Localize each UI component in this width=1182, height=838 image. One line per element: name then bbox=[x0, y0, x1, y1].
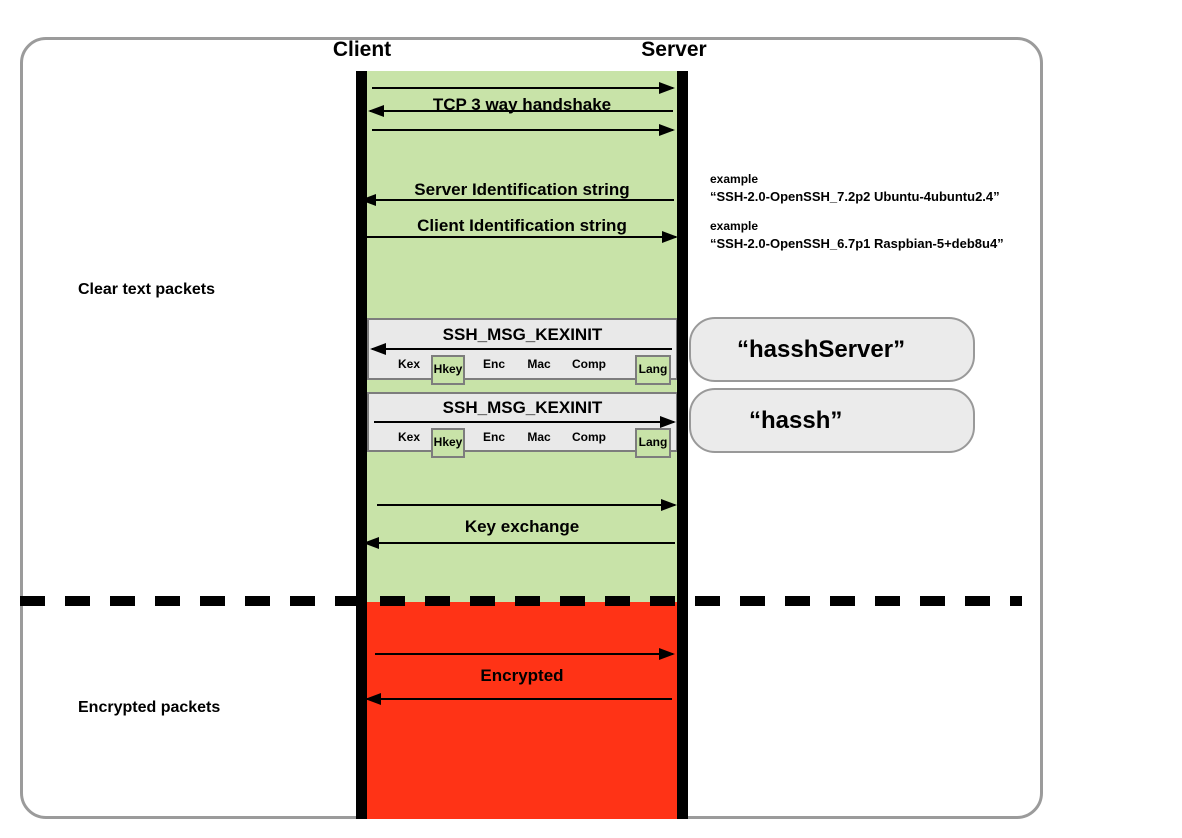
clear-encrypted-separator bbox=[20, 596, 1022, 606]
kexinit-field-comp: Comp bbox=[572, 357, 606, 371]
kexinit-field-kex: Kex bbox=[397, 430, 420, 444]
kexinit-server-title: SSH_MSG_KEXINIT bbox=[442, 325, 603, 344]
server-id-example: example “SSH-2.0-OpenSSH_7.2p2 Ubuntu-4u… bbox=[710, 172, 1055, 204]
hassh-bubble: “hassh” bbox=[689, 388, 975, 453]
kexinit-field-mac: Mac bbox=[527, 430, 551, 444]
key-exchange-request-arrow bbox=[377, 499, 677, 511]
tcp-ack-arrow bbox=[372, 124, 675, 136]
kexinit-field-hkey-highlight: Hkey bbox=[431, 428, 465, 458]
kexinit-field-lang-highlight: Lang bbox=[635, 355, 671, 385]
client-actor-label: Client bbox=[332, 38, 392, 61]
hassh-text: “hassh” bbox=[749, 406, 843, 434]
hassh-server-text: “hasshServer” bbox=[737, 335, 906, 363]
kexinit-field-kex: Kex bbox=[397, 357, 420, 371]
server-id-example-string: “SSH-2.0-OpenSSH_7.2p2 Ubuntu-4ubuntu2.4… bbox=[710, 189, 1000, 204]
encrypted-reply-arrow bbox=[365, 693, 672, 705]
key-exchange-label: Key exchange bbox=[464, 517, 580, 536]
kexinit-client-title: SSH_MSG_KEXINIT bbox=[442, 398, 603, 417]
tcp-syn-arrow bbox=[372, 82, 675, 94]
client-id-example-string: “SSH-2.0-OpenSSH_6.7p1 Raspbian-5+deb8u4… bbox=[710, 236, 1004, 251]
client-identification-label: Client Identification string bbox=[417, 216, 627, 235]
kexinit-field-mac: Mac bbox=[527, 357, 551, 371]
tcp-handshake-label: TCP 3 way handshake bbox=[432, 95, 612, 114]
server-identification-label: Server Identification string bbox=[414, 180, 630, 199]
clear-text-packets-label: Clear text packets bbox=[78, 281, 215, 298]
example-label: example bbox=[710, 219, 759, 233]
hassh-server-bubble: “hasshServer” bbox=[689, 317, 975, 382]
server-lifeline bbox=[677, 71, 688, 819]
kexinit-field-hkey-highlight: Hkey bbox=[431, 355, 465, 385]
client-id-example: example “SSH-2.0-OpenSSH_6.7p1 Raspbian-… bbox=[710, 219, 1055, 251]
encrypted-packets-label: Encrypted packets bbox=[78, 699, 221, 716]
encrypted-label: Encrypted bbox=[480, 666, 564, 685]
key-exchange-reply-arrow bbox=[363, 537, 675, 549]
encrypted-channel bbox=[367, 602, 677, 819]
server-actor-label: Server bbox=[641, 38, 707, 61]
client-lifeline bbox=[356, 71, 367, 819]
kexinit-field-comp: Comp bbox=[572, 430, 606, 444]
server-identification-arrow bbox=[360, 194, 674, 206]
kexinit-server-arrow bbox=[370, 343, 672, 355]
kexinit-client-arrow bbox=[374, 416, 676, 428]
client-identification-arrow bbox=[367, 231, 678, 243]
example-label: example bbox=[710, 172, 759, 186]
kexinit-field-enc: Enc bbox=[482, 430, 505, 444]
encrypted-request-arrow bbox=[375, 648, 675, 660]
kexinit-field-lang-highlight: Lang bbox=[635, 428, 671, 458]
tcp-synack-arrow bbox=[368, 105, 673, 117]
kexinit-field-enc: Enc bbox=[482, 357, 505, 371]
